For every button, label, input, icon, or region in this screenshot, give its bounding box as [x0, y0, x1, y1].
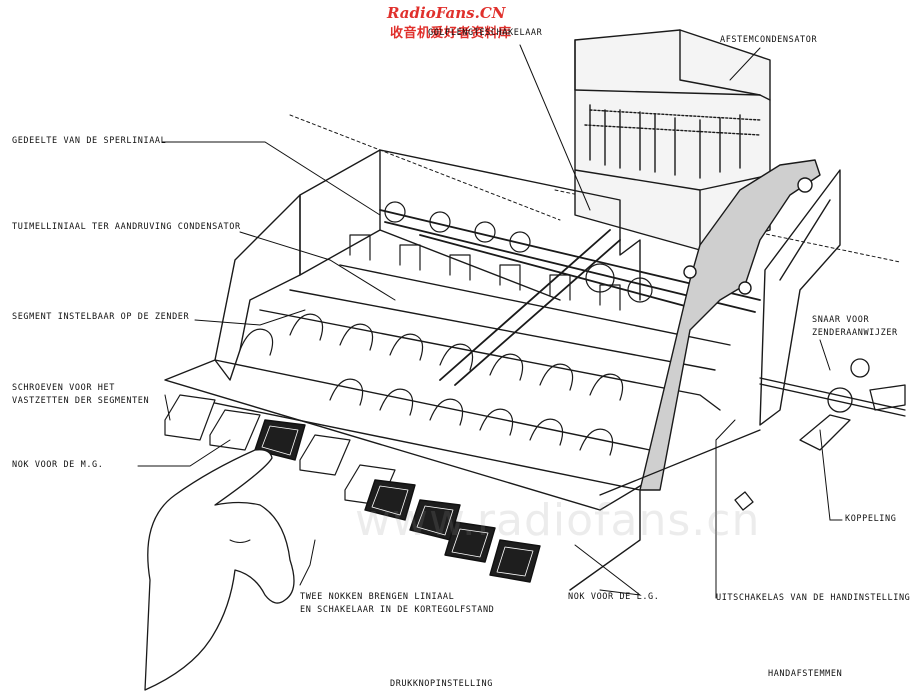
leader-schroeven	[164, 394, 171, 421]
label-snaar-line2: ZENDERAANWIJZER	[812, 328, 898, 338]
leader-afstem	[729, 47, 761, 81]
leader-golflengte	[519, 44, 591, 211]
frame-left	[299, 149, 381, 276]
leader-snaar	[819, 339, 831, 371]
label-segment: SEGMENT INSTELBAAR OP DE ZENDER	[12, 312, 190, 322]
label-snaar-line1: SNAAR VOOR	[812, 315, 870, 325]
label-nok-mg: NOK VOOR DE M.G.	[12, 460, 104, 470]
label-twee-nokken-line1: TWEE NOKKEN BRENGEN LINIAAL	[300, 592, 455, 602]
cross-rail	[439, 229, 621, 386]
watermark-site: RadioFans.CN	[387, 4, 506, 22]
side-plate-right	[759, 169, 841, 426]
back-plate	[379, 149, 641, 301]
label-golflengteschakelaar: GOLFLENGTESCHAKELAAR	[428, 28, 543, 38]
button-boxes-open	[164, 394, 396, 506]
leader-twee-nokken	[299, 539, 316, 586]
label-handafstemmen: HANDAFSTEMMEN	[768, 669, 843, 679]
side-plate-left	[214, 194, 301, 381]
segment-levers	[239, 201, 653, 456]
label-twee-nokken-line2: EN SCHAKELAAR IN DE KORTEGOLFSTAND	[300, 605, 495, 615]
label-koppeling: KOPPELING	[845, 514, 897, 524]
watermark-chinese: 收音机爱好者资料库	[390, 26, 512, 41]
leader-koppeling	[819, 429, 843, 521]
label-schroeven-line2: VASTZETTEN DER SEGMENTEN	[12, 396, 150, 406]
tuning-capacitor	[574, 29, 771, 251]
label-afstemcondensator: AFSTEMCONDENSATOR	[720, 35, 818, 45]
label-gedeelte-sperliniaal: GEDEELTE VAN DE SPERLINIAAL	[12, 136, 167, 146]
label-nok-lg: NOK VOOR DE L.G.	[568, 592, 660, 602]
leader-segment	[194, 309, 306, 326]
label-drukknopinstelling: DRUKKNOPINSTELLING	[390, 679, 493, 689]
label-schroeven-line1: SCHROEVEN VOOR HET	[12, 383, 115, 393]
leader-uitschakelas	[715, 419, 736, 599]
pressing-hand	[144, 449, 295, 691]
leader-nok-lg	[574, 544, 642, 596]
leader-nok-mg	[137, 439, 231, 467]
leader-tuimel	[239, 231, 396, 301]
leader-gedeelte	[161, 141, 381, 216]
push-buttons-dark	[254, 419, 541, 583]
label-uitschakelas: UITSCHAKELAS VAN DE HANDINSTELLING	[716, 593, 911, 603]
watermark-background: www.radiofans.cn	[355, 495, 761, 546]
label-tuimelliniaal: TUIMELLINIAAL TER AANDRUVING CONDENSATOR	[12, 222, 241, 232]
coupling-spindle	[599, 358, 906, 511]
